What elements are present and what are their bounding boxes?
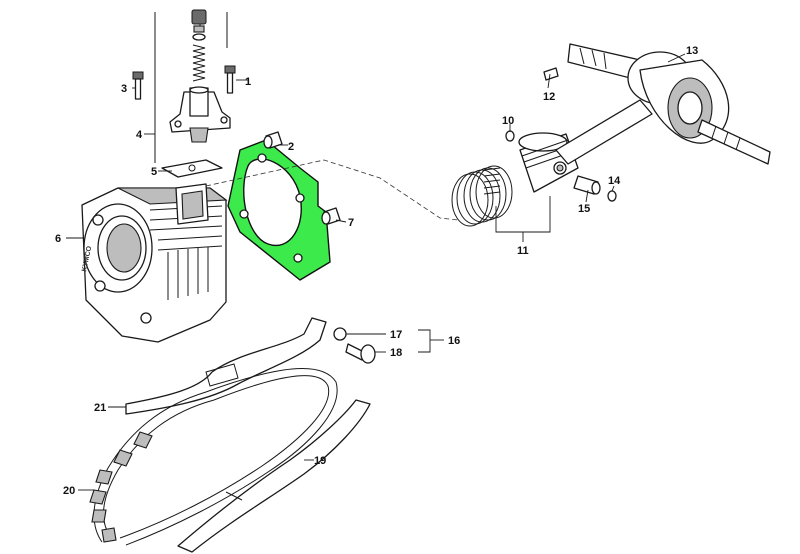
clip-10: [505, 130, 515, 142]
bolt-3: [132, 71, 144, 100]
callout-15: 15: [578, 203, 590, 215]
woodruff-key: [543, 67, 559, 81]
cylinder-block: KYMCO: [81, 183, 228, 343]
tensioner-spring: [191, 9, 207, 82]
callout-14: 14: [608, 175, 621, 187]
callout-labels: 1 2 3 4 5 6 7 10 11 12 13 14 15 16 17 18…: [55, 45, 698, 497]
callout-19: 19: [314, 455, 326, 467]
callout-3: 3: [121, 83, 127, 95]
piston-pin: [573, 175, 601, 195]
callout-4: 4: [136, 129, 143, 141]
piston-rings: [451, 165, 513, 227]
cylinder-gasket-highlighted: [227, 139, 331, 281]
tensioner-assembly: [132, 9, 236, 178]
guide-bolt: [333, 327, 376, 364]
dowel-pin-2: [263, 131, 283, 149]
leader-lines: [66, 53, 686, 491]
tensioner-body: [169, 86, 231, 143]
callout-7: 7: [348, 217, 354, 229]
callout-21: 21: [94, 402, 106, 414]
callout-18: 18: [390, 347, 402, 359]
chain-guide: [177, 399, 371, 553]
callout-12: 12: [543, 91, 555, 103]
callout-6: 6: [55, 233, 61, 245]
callout-16: 16: [448, 335, 460, 347]
callout-13: 13: [686, 45, 698, 57]
callout-17: 17: [390, 329, 402, 341]
callout-11: 11: [517, 245, 529, 257]
crankshaft: [555, 43, 771, 165]
clip-14: [607, 190, 617, 202]
cam-chain: [89, 368, 338, 546]
tensioner-gasket: [161, 159, 223, 178]
bolt-1: [224, 65, 236, 94]
callout-2: 2: [288, 141, 294, 153]
callout-5: 5: [151, 166, 157, 178]
callout-10: 10: [502, 115, 514, 127]
assembly-line: [205, 159, 459, 221]
callout-1: 1: [245, 76, 251, 88]
callout-20: 20: [63, 485, 75, 497]
